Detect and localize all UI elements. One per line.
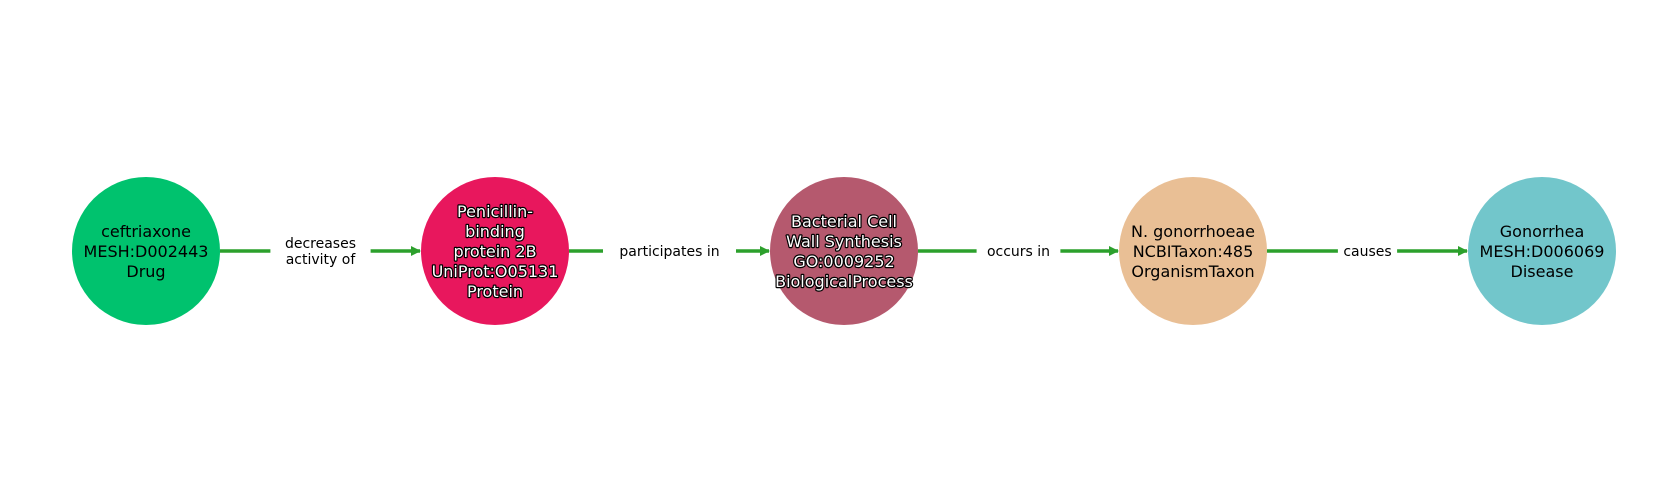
node-label-line: GO:0009252 — [793, 252, 894, 271]
edge-gonorrhoeae-to-gonorrhea: causes — [1267, 241, 1468, 261]
node-circle — [1468, 177, 1616, 325]
node-circle — [1119, 177, 1267, 325]
node-label-line: Bacterial Cell — [791, 212, 897, 231]
node-label-line: N. gonorrhoeae — [1131, 222, 1255, 241]
node-label-line: Protein — [467, 282, 523, 301]
edge-label: participates in — [619, 244, 719, 260]
node-label-line: protein 2B — [453, 242, 536, 261]
node-label-line: Wall Synthesis — [786, 232, 902, 251]
edge-label: decreases — [285, 236, 356, 252]
edge-label: causes — [1343, 244, 1391, 260]
edge-label-background — [976, 241, 1061, 261]
edge-cell-wall-to-gonorrhoeae: occurs in — [918, 241, 1119, 261]
node-circle — [770, 177, 918, 325]
node-label-line: Gonorrhea — [1500, 222, 1585, 241]
node-label-line: OrganismTaxon — [1131, 262, 1254, 281]
edge-label-background — [1337, 241, 1398, 261]
node-label-line: ceftriaxone — [101, 222, 191, 241]
node-circle — [421, 177, 569, 325]
edge-label-background — [270, 233, 371, 269]
node-label-line: MESH:D002443 — [84, 242, 209, 261]
edge-label: activity of — [286, 252, 357, 268]
node-label-line: binding — [465, 222, 525, 241]
node-label-line: Penicillin- — [457, 202, 533, 221]
node-label-line: Drug — [126, 262, 165, 281]
edge-pbp2b-to-cell-wall: participates in — [569, 241, 770, 261]
edge-label: occurs in — [987, 244, 1050, 260]
node-label-line: BiologicalProcess — [775, 272, 913, 291]
node-label-line: UniProt:O05131 — [432, 262, 559, 281]
node-label-line: NCBITaxon:485 — [1133, 242, 1254, 261]
node-label-line: Disease — [1511, 262, 1574, 281]
node-circle — [72, 177, 220, 325]
edge-label-background — [603, 241, 736, 261]
node-label-line: MESH:D006069 — [1480, 242, 1605, 261]
